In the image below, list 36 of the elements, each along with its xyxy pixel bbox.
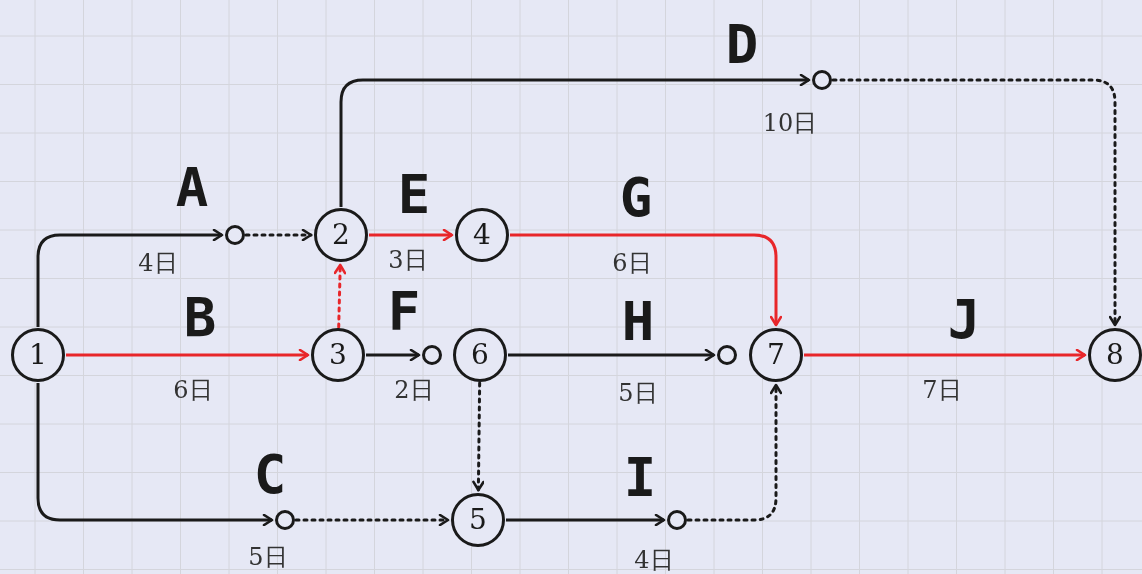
arrow [508, 348, 716, 362]
duration-label: 5日 [248, 545, 288, 569]
activity-label: J [947, 293, 981, 347]
arrow [831, 78, 1122, 327]
duration-label: 4日 [634, 548, 674, 572]
arrow [333, 263, 347, 329]
arrow [804, 348, 1087, 362]
activity-label: F [387, 285, 421, 339]
duration-label: 7日 [922, 378, 962, 402]
activity-label: E [397, 168, 431, 222]
arrow [36, 383, 274, 527]
duration-label: 10日 [762, 111, 818, 135]
activity-label: G [619, 171, 653, 225]
arrow [66, 348, 310, 362]
duration-label: 3日 [388, 248, 428, 272]
duration-label: 2日 [394, 378, 434, 402]
duration-label: 5日 [618, 381, 658, 405]
duration-label: 6日 [173, 378, 213, 402]
activity-label: A [175, 161, 209, 215]
activity-label: H [621, 295, 655, 349]
arrow [244, 228, 313, 242]
arrow [366, 348, 421, 362]
arrow [506, 513, 666, 527]
arrow [510, 233, 783, 327]
activity-label: C [253, 448, 287, 502]
arrow [36, 228, 224, 327]
arrow [686, 383, 783, 522]
arrow [294, 513, 450, 527]
activity-label: B [183, 291, 217, 345]
arrow [472, 381, 485, 492]
duration-label: 6日 [612, 251, 652, 275]
arrow [339, 73, 811, 207]
duration-label: 4日 [138, 251, 178, 275]
arrow [369, 228, 454, 242]
activity-label: I [623, 451, 657, 505]
activity-label: D [725, 18, 759, 72]
